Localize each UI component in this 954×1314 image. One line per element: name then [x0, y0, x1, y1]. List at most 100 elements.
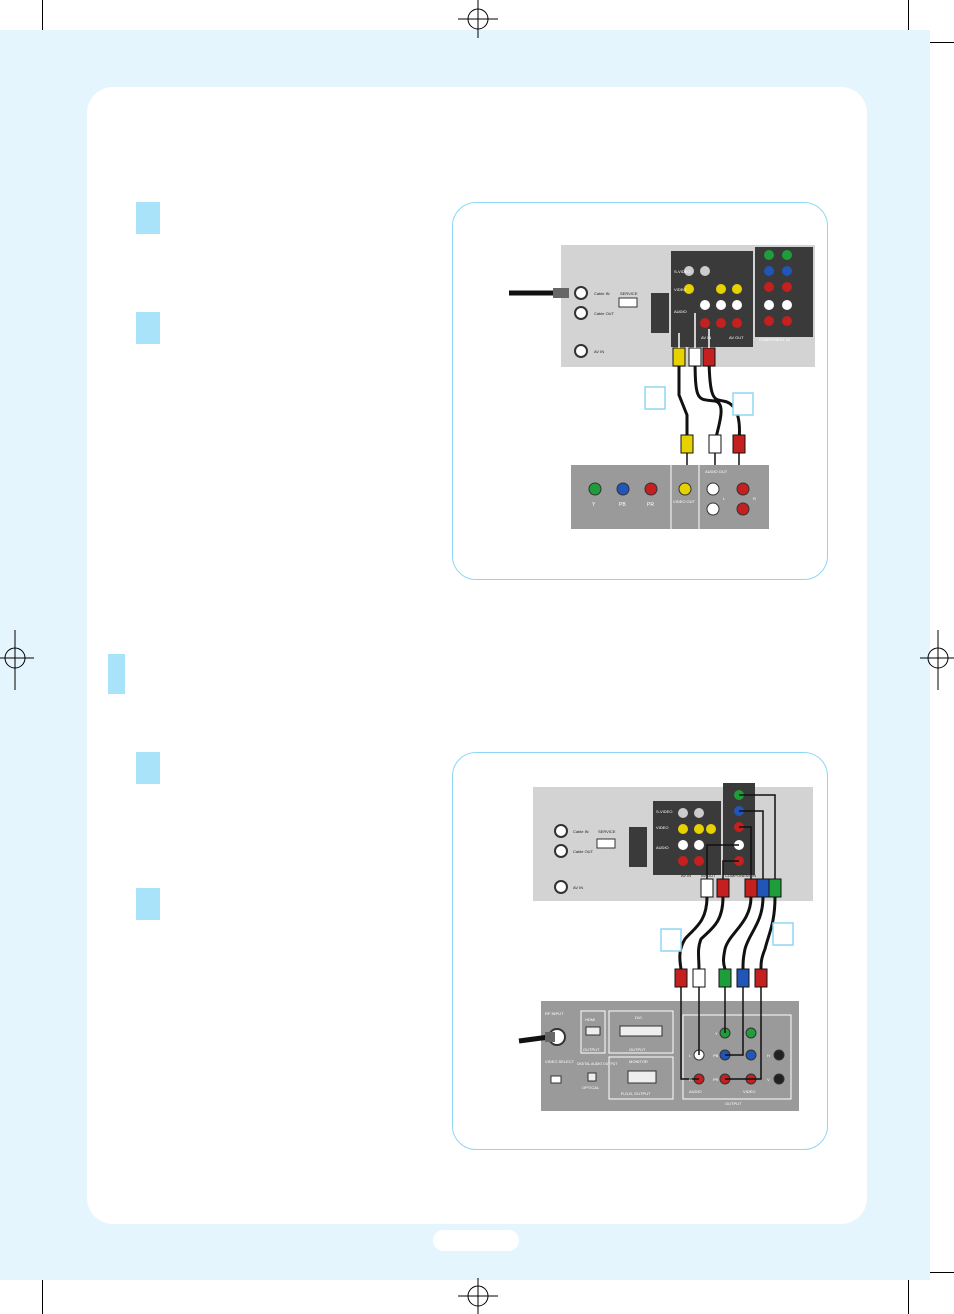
optical-port [587, 1072, 597, 1082]
figure-bottom-connection-diagram: Cable IN Cable OUT AV IN SERVICE S-VIDEO… [452, 752, 828, 1150]
video-jack [706, 824, 716, 834]
av-jack-block [671, 251, 753, 347]
av-output-frame [682, 1014, 792, 1100]
audio-cable-left [678, 896, 709, 970]
component-pr-jack [764, 282, 774, 292]
tv-port-label: AV OUT [701, 873, 716, 878]
tv-port-label: S-VIDEO [656, 809, 672, 814]
callout-box-1 [660, 928, 682, 952]
av-in-jack [574, 344, 588, 358]
component-cable-pb [741, 896, 765, 970]
component-pr-plug [754, 968, 768, 988]
device-jack-label: PR [647, 502, 654, 508]
component-y-plug [768, 878, 782, 898]
device-label: V [767, 1077, 770, 1082]
component-audio-r-jack [764, 316, 774, 326]
video-cable [677, 353, 689, 441]
audio-l-jack [694, 840, 704, 850]
component-y-plug [718, 968, 732, 988]
device-label: OPTICAL [582, 1085, 600, 1090]
tv-port-label: VIDEO [674, 287, 686, 292]
device-label: RF INPUT [545, 1011, 564, 1016]
dvi-port [619, 1025, 663, 1037]
s-video-jack [684, 266, 694, 276]
video-select-switch[interactable] [550, 1075, 562, 1084]
audio-r-plug [702, 347, 716, 367]
audio-r-wire [680, 987, 699, 1080]
audio-cable-right [697, 896, 725, 970]
video-jack [694, 824, 704, 834]
audio-r-plug [716, 878, 730, 898]
cable-in-jack [554, 824, 568, 838]
device-label: OUTPUT [725, 1101, 742, 1106]
callout-box-2 [732, 392, 754, 416]
crop-mark [42, 0, 43, 38]
device-label: H [767, 1053, 770, 1058]
s-video-jack [700, 266, 710, 276]
device-jack-label: R [753, 496, 756, 501]
video-jack [732, 284, 742, 294]
component-y-wire [739, 794, 776, 879]
tv-port-label: AV OUT [729, 335, 744, 340]
tv-port-label: SERVICE [598, 829, 616, 834]
component-pr-wire [739, 826, 752, 879]
device-label: OUTPUT [629, 1047, 646, 1052]
hdmi-port [585, 1026, 601, 1036]
coax-connector [553, 288, 569, 298]
device-label: VIDEO SELECT [545, 1059, 575, 1064]
crop-mark [914, 1272, 954, 1273]
s-video-jack [694, 808, 704, 818]
audio-l-plug [692, 968, 706, 988]
crop-mark [908, 1276, 909, 1314]
figure-top-svg: Cable IN Cable OUT AV IN SERVICE S-VIDEO… [509, 245, 815, 529]
video-jack [678, 824, 688, 834]
registration-mark [0, 630, 34, 690]
video-plug [672, 347, 686, 367]
figure-bottom-svg: Cable IN Cable OUT AV IN SERVICE S-VIDEO… [518, 783, 813, 1111]
audio-l-plug [700, 878, 714, 898]
section-marker [108, 654, 125, 694]
device-jack-label: Y [592, 502, 596, 508]
tv-port-label: COMPONENT IN [725, 873, 756, 878]
audio-l-jack [678, 840, 688, 850]
step-marker-1 [136, 202, 160, 234]
component-pr-plug [744, 878, 758, 898]
component-pb-jack [764, 266, 774, 276]
device-label: L [689, 1053, 692, 1058]
device-y-jack [588, 482, 602, 496]
device-audio-r-jack [736, 482, 750, 496]
video-jack [716, 284, 726, 294]
audio-cable-right [707, 352, 741, 442]
dvi-frame [608, 1010, 674, 1054]
device-y-jack-2 [745, 1027, 757, 1039]
device-audio-r-jack-2 [736, 502, 750, 516]
tv-port-label: VIDEO [656, 825, 668, 830]
audio-r-jack [694, 856, 704, 866]
step-marker-1 [136, 752, 160, 784]
device-jack-label: PB [619, 502, 626, 508]
crop-mark [42, 1276, 43, 1314]
component-cable-pr [722, 896, 753, 970]
callout-box-2 [772, 922, 794, 946]
registration-mark [458, 0, 498, 38]
device-label: VIDEO [743, 1089, 755, 1094]
component-pb-wire [739, 810, 764, 879]
component-pb-plug [736, 968, 750, 988]
audio-r-jack [700, 318, 710, 328]
component-pb-plug [756, 878, 770, 898]
component-pr-wire [725, 987, 762, 1080]
tv-port-label: S-VIDEO [674, 269, 690, 274]
audio-l-jack [700, 300, 710, 310]
av-in-jack [554, 880, 568, 894]
monitor-frame [608, 1056, 674, 1100]
tv-port-label: AUDIO [674, 309, 687, 314]
audio-l-plug [708, 434, 722, 454]
device-label: R [689, 1077, 692, 1082]
crop-mark [914, 42, 954, 43]
step-marker-2 [136, 312, 160, 344]
tv-port-label: COMPONENT IN [759, 337, 790, 342]
audio-r-jack [678, 856, 688, 866]
audio-l-jack [716, 300, 726, 310]
tv-port-label: Cable IN [594, 291, 610, 296]
component-pr-jack [782, 282, 792, 292]
